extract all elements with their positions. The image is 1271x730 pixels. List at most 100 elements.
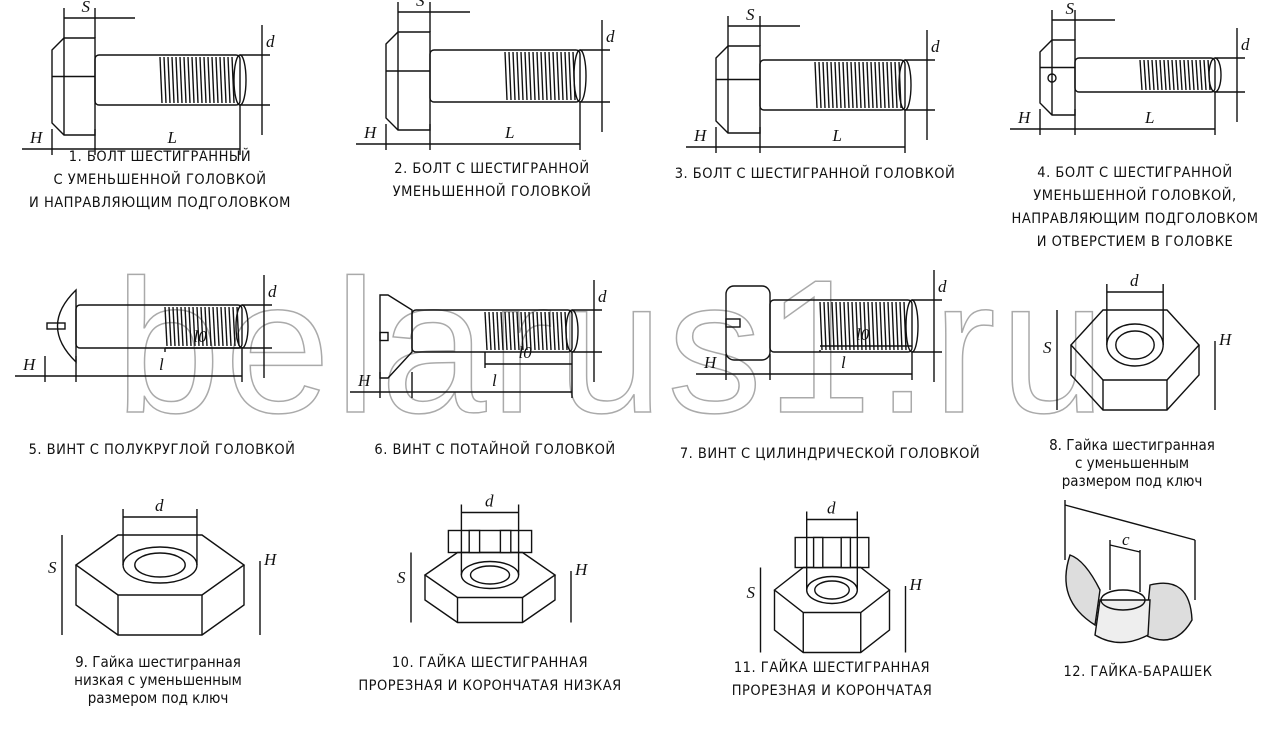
dimension-label-l: l — [159, 355, 164, 374]
dimension-label-h: H — [1017, 108, 1032, 127]
thread-line — [568, 51, 572, 101]
thread-line — [1191, 59, 1195, 91]
dimension-label-s: S — [1066, 0, 1075, 18]
thread-line — [830, 61, 834, 109]
thread-line — [822, 61, 826, 109]
caption-9: 9. Гайка шестигранная низкая с уменьшенн… — [74, 653, 242, 707]
thread-line — [224, 306, 228, 347]
thread-line — [891, 301, 895, 351]
wing-nut-body — [1094, 599, 1151, 644]
dimension-label-d: d — [485, 492, 494, 511]
thread-line — [898, 61, 902, 109]
hex-head — [1039, 39, 1076, 116]
thread-line — [846, 61, 850, 109]
thread-line — [1195, 59, 1199, 91]
thread-line — [540, 51, 544, 101]
wing-right — [1144, 582, 1193, 641]
dimension-line — [1064, 504, 1196, 541]
caption-line: 7. ВИНТ С ЦИЛИНДРИЧЕСКОЙ ГОЛОВКОЙ — [679, 446, 981, 462]
dimension-label-h: H — [693, 126, 708, 145]
castle-crown — [794, 536, 870, 569]
thread-line — [835, 301, 839, 351]
thread-line — [895, 301, 899, 351]
dimension-label-h: H — [357, 371, 372, 390]
thread-line — [1147, 59, 1151, 91]
caption-line: 9. Гайка шестигранная — [75, 653, 241, 671]
thread-line — [168, 306, 172, 347]
dimension-label-d: d — [931, 37, 940, 56]
caption-line: низкая с уменьшенным — [74, 671, 242, 689]
thread-line — [887, 301, 891, 351]
thread-line — [839, 301, 843, 351]
thread-line — [883, 301, 887, 351]
shank — [769, 299, 913, 353]
nut-top — [74, 534, 246, 596]
hex-head — [715, 45, 761, 134]
thread-line — [838, 61, 842, 109]
nut-side — [424, 575, 556, 624]
slot — [46, 322, 66, 330]
dimension-line — [1109, 544, 1141, 553]
caption-5: 5. ВИНТ С ПОЛУКРУГЛОЙ ГОЛОВКОЙ — [29, 439, 296, 462]
shank — [94, 54, 241, 106]
thread-line — [556, 311, 560, 351]
dimension-label-h: H — [29, 128, 44, 147]
caption-line: 8. Гайка шестигранная — [1049, 436, 1215, 454]
caption-line: ПРОРЕЗНАЯ И КОРОНЧАТАЯ — [731, 683, 933, 699]
thread-line — [524, 51, 528, 101]
dimension-label-s: S — [397, 568, 406, 587]
dimension-label-h: H — [263, 550, 278, 569]
thread-line — [1207, 59, 1211, 91]
thread-line — [216, 306, 220, 347]
threaded-hole-inner — [814, 580, 850, 600]
hex-head — [51, 37, 96, 136]
thread-line — [520, 51, 524, 101]
thread-line — [220, 306, 224, 347]
thread-line — [176, 306, 180, 347]
thread-line — [508, 51, 512, 101]
thread-line — [223, 56, 227, 104]
caption-line: размером под ключ — [1061, 472, 1203, 490]
dimension-label-d: d — [266, 32, 275, 51]
thread-line — [855, 301, 859, 351]
thread-line — [818, 61, 822, 109]
thread-line — [159, 56, 163, 104]
slot — [379, 331, 389, 342]
dimension-label-l: l — [841, 353, 846, 372]
nut-side — [75, 565, 245, 636]
thread-line — [211, 56, 215, 104]
thread-line — [890, 61, 894, 109]
dimension-label-h: H — [1218, 330, 1233, 349]
dimension-label-d: d — [1241, 35, 1250, 54]
thread-line — [512, 51, 516, 101]
thread-line — [207, 56, 211, 104]
thread-line — [894, 61, 898, 109]
caption-10: 10. ГАЙКА ШЕСТИГРАННАЯ ПРОРЕЗНАЯ И КОРОН… — [358, 652, 621, 698]
thread-line — [536, 311, 540, 351]
caption-12: 12. ГАЙКА-БАРАШЕК — [1063, 661, 1212, 684]
thread-line — [871, 301, 875, 351]
dimension-label-l0: l0 — [856, 325, 870, 344]
thread-line — [219, 56, 223, 104]
thread-line — [879, 301, 883, 351]
thread-line — [560, 311, 564, 351]
thread-line — [556, 51, 560, 101]
thread-line — [823, 301, 827, 351]
dimension-label-L: L — [167, 128, 177, 147]
thread-line — [532, 51, 536, 101]
thread-line — [188, 306, 192, 347]
thread-line — [195, 56, 199, 104]
thread-line — [508, 311, 512, 351]
thread-line — [1143, 59, 1147, 91]
dimension-label-s: S — [48, 558, 57, 577]
thread-line — [204, 306, 208, 347]
thread-line — [504, 51, 508, 101]
thread-line — [552, 51, 556, 101]
thread-line — [208, 306, 212, 347]
thread-line — [172, 306, 176, 347]
caption-line: 11. ГАЙКА ШЕСТИГРАННАЯ — [733, 660, 931, 676]
dimension-label-d: d — [1130, 271, 1139, 290]
thread-line — [236, 306, 240, 347]
